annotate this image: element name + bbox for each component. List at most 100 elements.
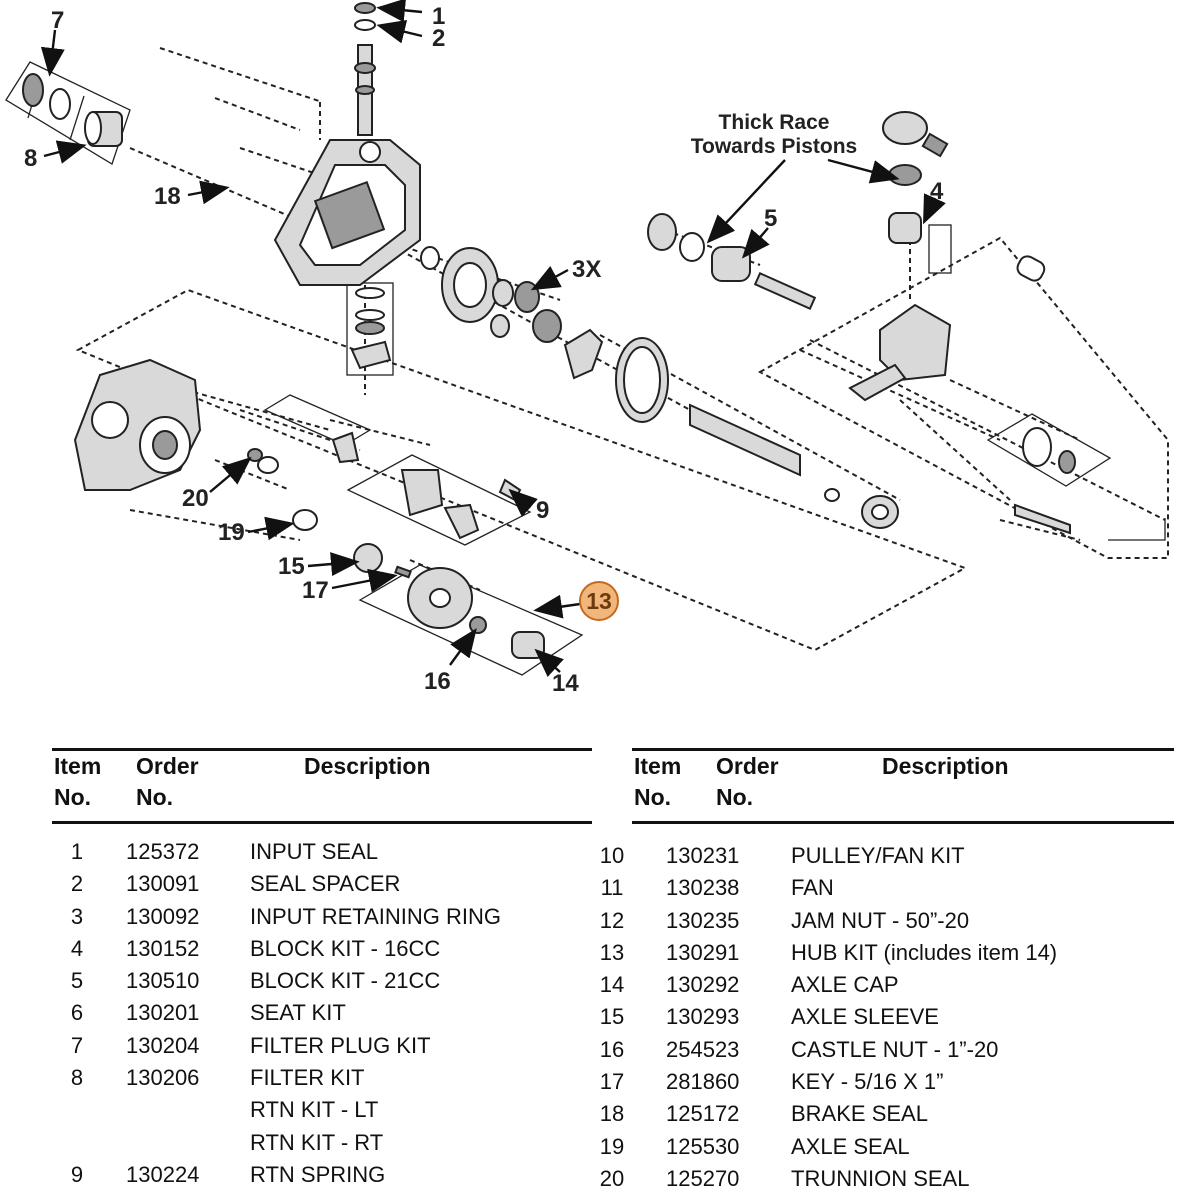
description-cell: AXLE SEAL bbox=[791, 1133, 910, 1159]
item-no-cell: 11 bbox=[600, 875, 624, 901]
order-no-cell: 130291 bbox=[666, 939, 740, 965]
item-no-cell: 13 bbox=[599, 939, 625, 965]
item-no-cell: 1 bbox=[70, 839, 84, 864]
description-cell: BLOCK KIT - 21CC bbox=[250, 968, 441, 994]
note-line-2: Towards Pistons bbox=[691, 135, 857, 158]
table-row: 15 130293 AXLE SLEEVE bbox=[600, 1001, 1172, 1033]
order-no-cell: 130152 bbox=[126, 935, 200, 961]
item-no-cell: 3 bbox=[70, 903, 84, 929]
table-row: 13 130291 HUB KIT (includes item 14) bbox=[600, 937, 1172, 969]
item-no-cell: 6 bbox=[70, 1000, 84, 1026]
callout-4: 4 bbox=[930, 178, 944, 205]
description-cell: FAN bbox=[791, 875, 834, 901]
callout-2: 2 bbox=[432, 25, 445, 52]
table-row: 17 281860 KEY - 5/16 X 1” bbox=[600, 1066, 1172, 1098]
leader-arrows bbox=[40, 0, 946, 678]
description-cell: BLOCK KIT - 16CC bbox=[250, 935, 441, 961]
item-no-cell: 18 bbox=[599, 1101, 625, 1127]
header-description: Description bbox=[882, 753, 1009, 779]
table-row: 4 130152 BLOCK KIT - 16CC bbox=[52, 933, 592, 965]
description-cell: CASTLE NUT - 1”-20 bbox=[791, 1036, 999, 1062]
table-row: 7 130204 FILTER PLUG KIT bbox=[52, 1030, 592, 1062]
hub-and-axle-parts bbox=[247, 431, 545, 659]
callout-7: 7 bbox=[51, 7, 64, 34]
description-cell: KEY - 5/16 X 1” bbox=[791, 1069, 944, 1095]
note-line-1: Thick Race bbox=[719, 111, 830, 134]
order-no-cell: 130231 bbox=[666, 843, 740, 868]
table-row: 3 130092 INPUT RETAINING RING bbox=[52, 901, 592, 933]
callout-1: 1 bbox=[432, 3, 445, 30]
order-no-cell: 130510 bbox=[126, 968, 200, 994]
description-cell: FILTER KIT bbox=[250, 1065, 365, 1091]
order-no-cell: 130206 bbox=[126, 1065, 200, 1091]
order-no-cell: 130235 bbox=[666, 907, 740, 933]
item-no-cell: 17 bbox=[599, 1069, 625, 1095]
order-no-cell: 130204 bbox=[126, 1032, 200, 1058]
callout-15: 15 bbox=[278, 553, 305, 580]
main-housing-upper bbox=[273, 139, 421, 286]
item-no-cell: 4 bbox=[70, 935, 84, 961]
item-no-cell: 15 bbox=[599, 1004, 625, 1030]
item-no-cell: 20 bbox=[599, 1165, 625, 1191]
table-row: 11 130238 FAN bbox=[601, 872, 1172, 904]
item-no-cell: 10 bbox=[599, 843, 625, 868]
order-no-cell: 130292 bbox=[666, 972, 740, 998]
table-row: RTN KIT - RT bbox=[52, 1127, 592, 1159]
ring-and-axle bbox=[615, 337, 899, 529]
callout-19: 19 bbox=[218, 519, 245, 546]
callout-8: 8 bbox=[24, 145, 37, 172]
description-cell: JAM NUT - 50”-20 bbox=[791, 907, 970, 933]
order-no-cell: 130092 bbox=[126, 903, 200, 929]
callout-20: 20 bbox=[182, 485, 209, 512]
order-no-cell: 125172 bbox=[666, 1101, 740, 1127]
header-description: Description bbox=[304, 753, 431, 779]
description-cell: INPUT RETAINING RING bbox=[250, 903, 501, 929]
description-cell: PULLEY/FAN KIT bbox=[791, 843, 965, 868]
order-no-cell: 130293 bbox=[666, 1004, 740, 1030]
description-cell: FILTER PLUG KIT bbox=[250, 1032, 431, 1058]
callout-18: 18 bbox=[154, 183, 181, 210]
main-housing-lower bbox=[73, 358, 202, 491]
order-no-cell: 281860 bbox=[666, 1069, 740, 1095]
callout-13: 13 bbox=[586, 588, 612, 614]
item-no-cell: 9 bbox=[70, 1161, 84, 1187]
callout-5: 5 bbox=[764, 205, 777, 232]
description-cell: AXLE SLEEVE bbox=[791, 1004, 939, 1030]
description-cell: SEAT KIT bbox=[250, 1000, 346, 1026]
description-cell: SEAL SPACER bbox=[250, 871, 401, 897]
right-housing bbox=[848, 255, 1166, 541]
description-cell: AXLE CAP bbox=[791, 972, 899, 998]
item-no-cell: 7 bbox=[70, 1032, 84, 1058]
description-cell: RTN KIT - LT bbox=[250, 1097, 379, 1123]
filter-parts bbox=[22, 73, 123, 147]
callout-16: 16 bbox=[424, 668, 451, 695]
exploded-parts-diagram: 1 2 3X 4 5 7 8 9 13 14 15 16 17 18 19 20… bbox=[5, 0, 1169, 697]
order-no-cell: 130238 bbox=[666, 875, 740, 901]
order-no-cell: 125530 bbox=[666, 1133, 740, 1159]
order-no-cell: 130091 bbox=[126, 871, 200, 897]
table-row: RTN KIT - LT bbox=[52, 1094, 592, 1126]
explosion-lines bbox=[129, 47, 1166, 591]
table-row: 10 130231 PULLEY/FAN KIT bbox=[600, 840, 1172, 872]
description-cell: HUB KIT (includes item 14) bbox=[791, 939, 1058, 965]
